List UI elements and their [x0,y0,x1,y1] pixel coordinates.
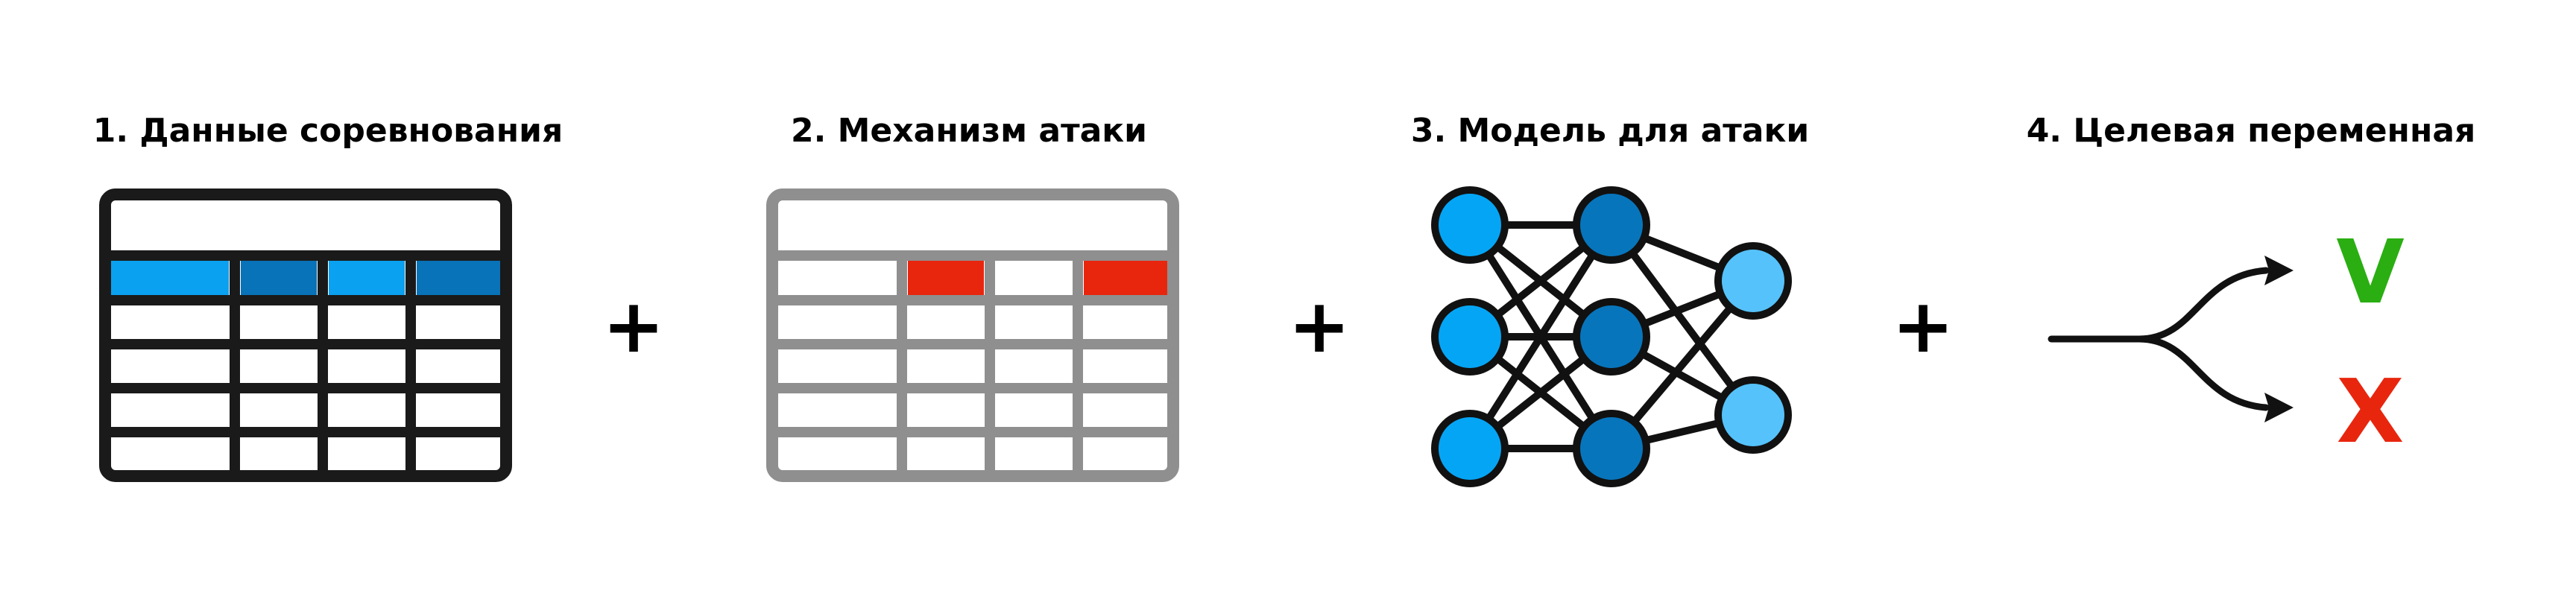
output-node [1714,376,1792,454]
neural-network-icon [1431,186,1792,487]
input-node [1431,186,1509,264]
input-node [1431,298,1509,376]
attack-table-icon [766,188,1179,482]
step-3-title: 3. Модель для атаки [1410,112,1810,150]
data-table-icon [99,188,512,482]
step-1-title: 1. Данные соревнования [92,112,564,150]
plus-operator-3: + [1892,282,1954,370]
plus-operator-2: + [1288,282,1351,370]
input-node [1431,410,1509,487]
step-4-title: 4. Целевая переменная [2026,112,2476,150]
attack-highlight-cells [908,261,1167,295]
hidden-node [1573,298,1650,376]
output-node [1714,242,1792,320]
plus-operator-1: + [602,282,665,370]
branching-arrow-icon [2048,256,2294,422]
table-highlight-row [111,261,500,295]
hidden-node [1573,410,1650,487]
positive-class-mark: V [2336,221,2405,323]
hidden-node [1573,186,1650,264]
negative-class-mark: X [2336,360,2405,463]
step-2-title: 2. Механизм атаки [790,112,1147,150]
